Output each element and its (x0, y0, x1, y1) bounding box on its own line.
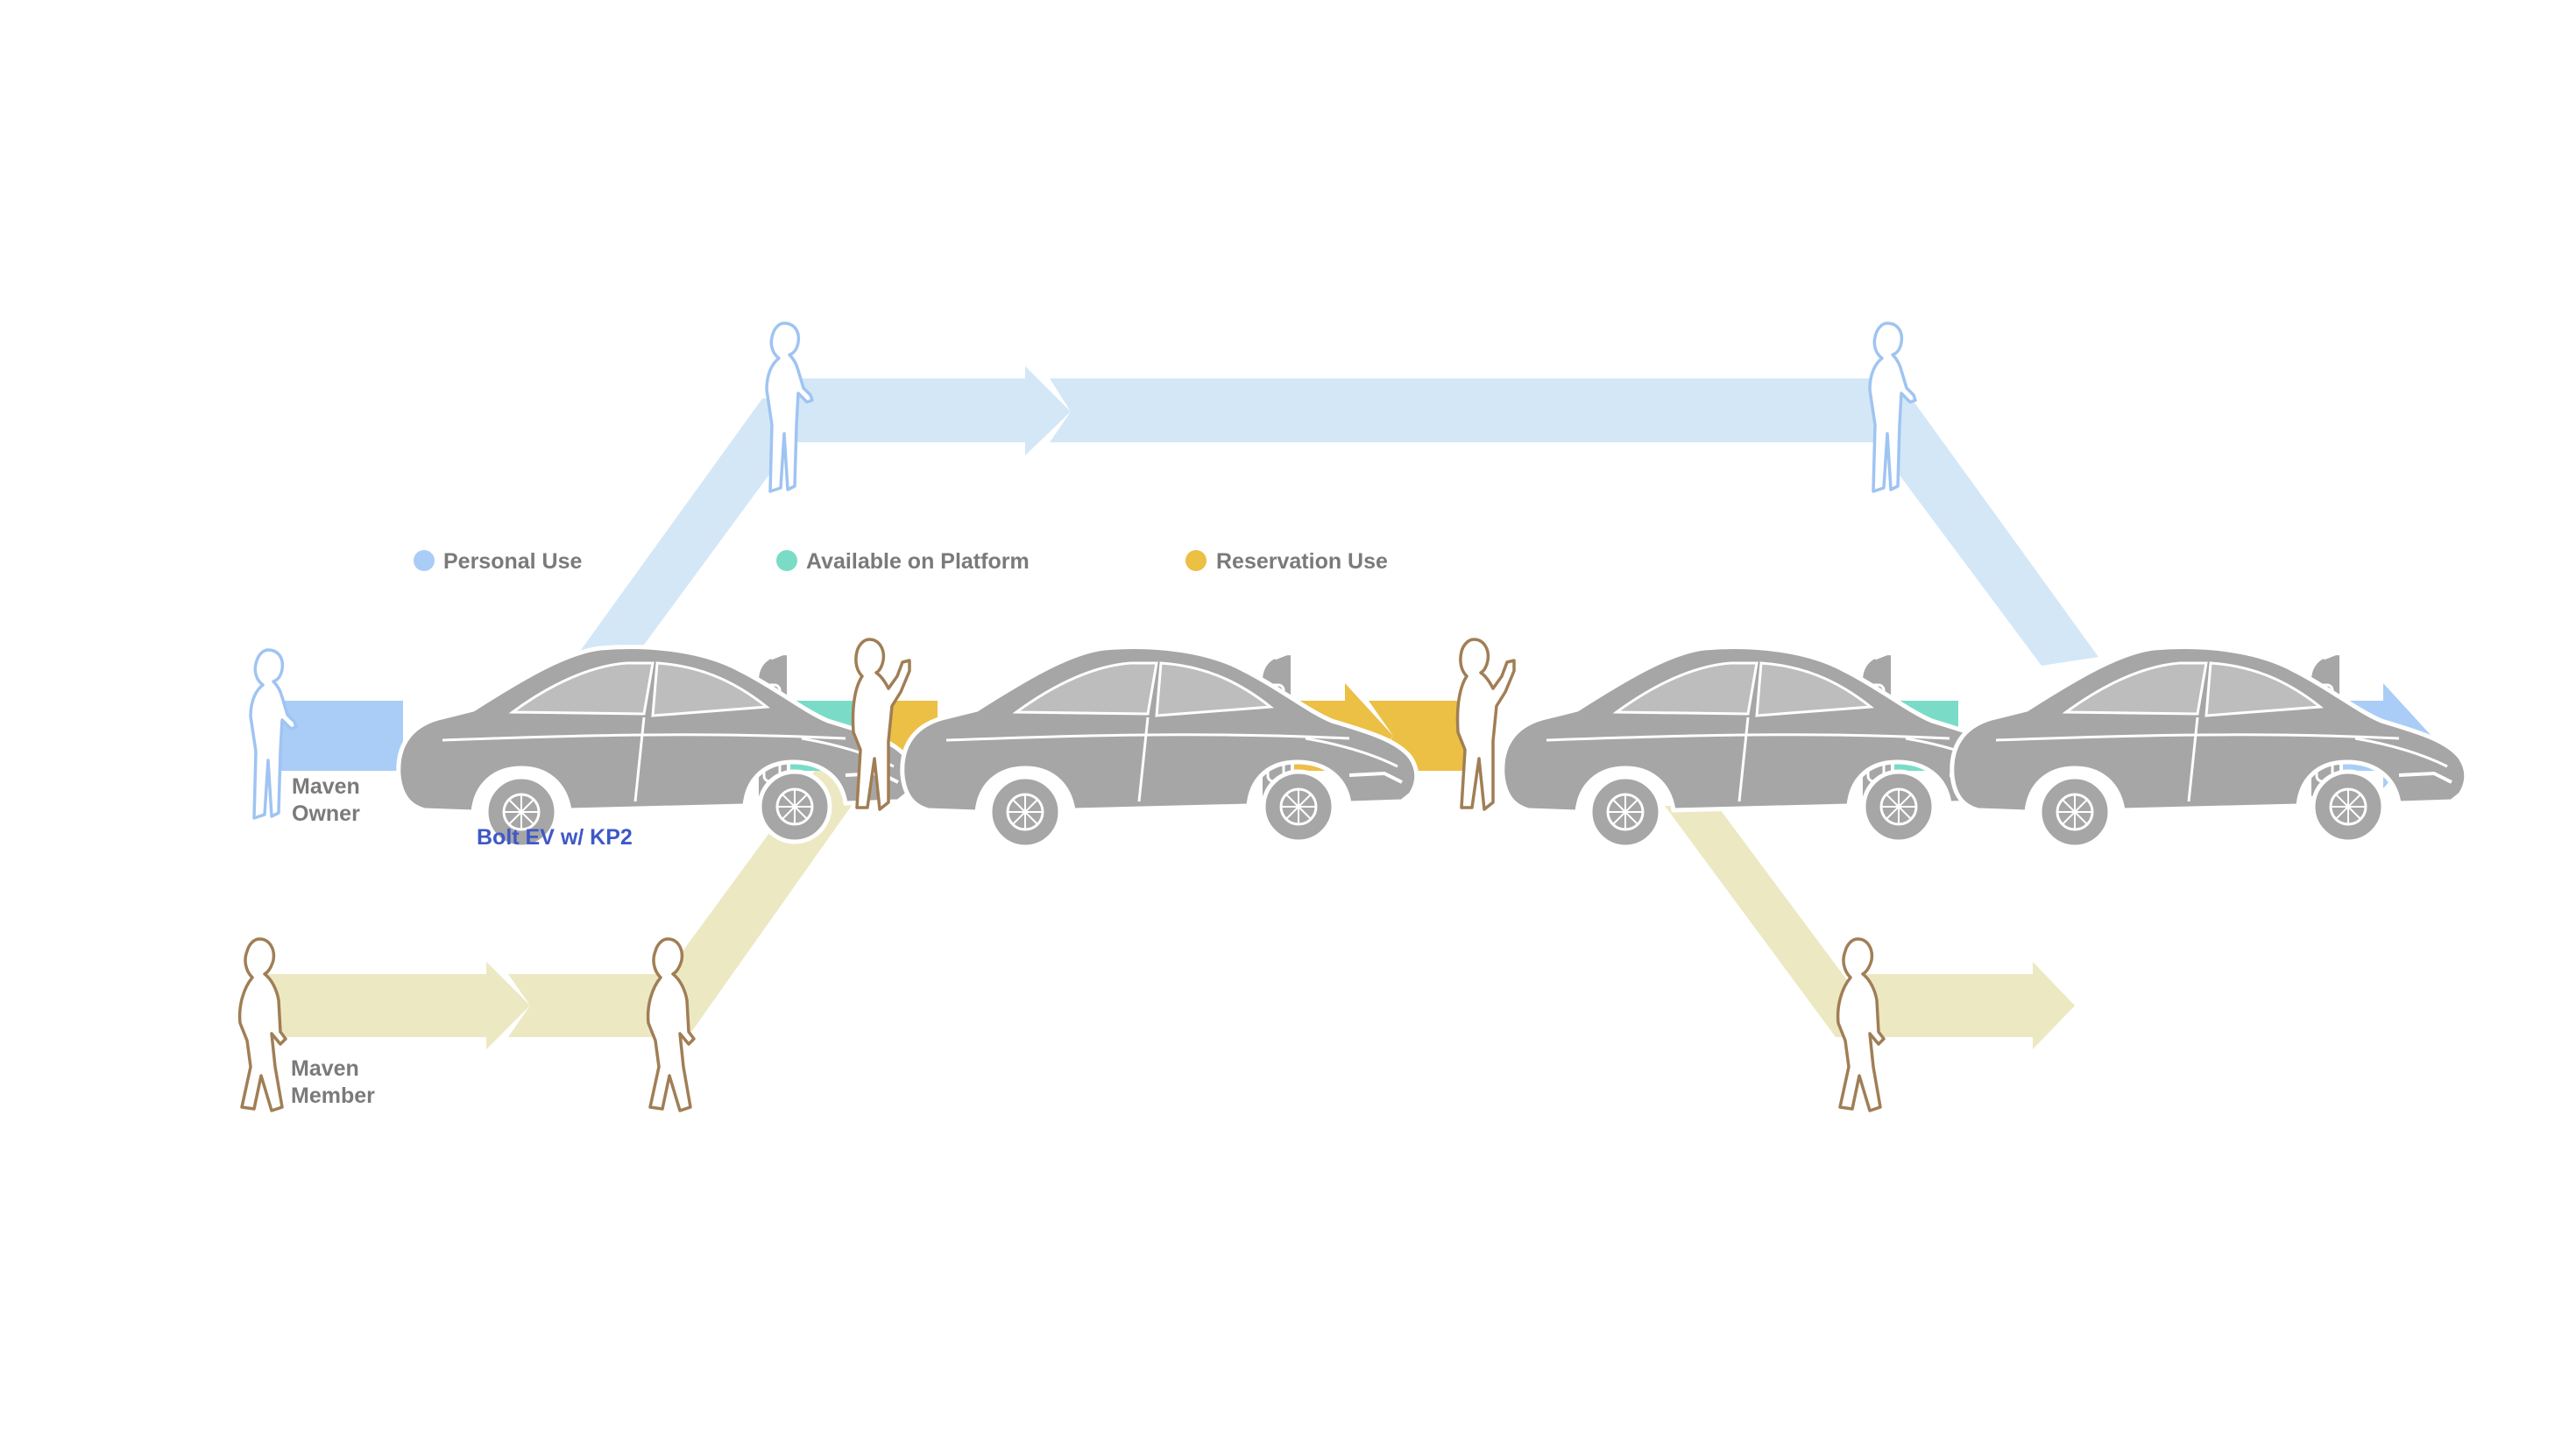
legend: Personal Use Available on Platform Reser… (414, 549, 1388, 574)
car-icon (1952, 647, 2466, 847)
legend-dot-personal-use (414, 550, 435, 571)
legend-label-reservation-use: Reservation Use (1216, 549, 1388, 574)
flow-personal-use-top-2 (1050, 378, 1875, 442)
legend-dot-reservation-use (1185, 550, 1207, 571)
role-label-member: Maven Member (291, 1056, 375, 1108)
owner-label-line1: Maven (292, 774, 360, 799)
flow-member-to-car (666, 771, 876, 1037)
flow-member-walk-1 (263, 962, 530, 1049)
flow-member-walk-end (1858, 962, 2075, 1049)
person-walking-icon (237, 937, 287, 1112)
flow-member-from-car (1665, 806, 1858, 1037)
car-icon (902, 647, 1417, 847)
legend-label-personal-use: Personal Use (443, 549, 583, 574)
owner-label-line2: Owner (292, 801, 360, 826)
person-walking-icon (1836, 937, 1886, 1112)
flow-personal-use-start (263, 701, 403, 771)
flow-member-walk-2 (508, 974, 666, 1037)
legend-label-available-on-platform: Available on Platform (806, 549, 1030, 574)
car-model-label: Bolt EV w/ KP2 (477, 825, 633, 850)
flow-personal-use-top-1 (793, 366, 1071, 455)
car-icon (1503, 647, 2017, 847)
member-label-line2: Member (291, 1084, 375, 1108)
flow-personal-use-down (1875, 378, 2098, 666)
legend-dot-available-on-platform (776, 550, 797, 571)
flow-personal-use-up (570, 399, 793, 674)
member-label-line1: Maven (291, 1056, 359, 1081)
role-label-owner: Maven Owner (292, 774, 360, 826)
